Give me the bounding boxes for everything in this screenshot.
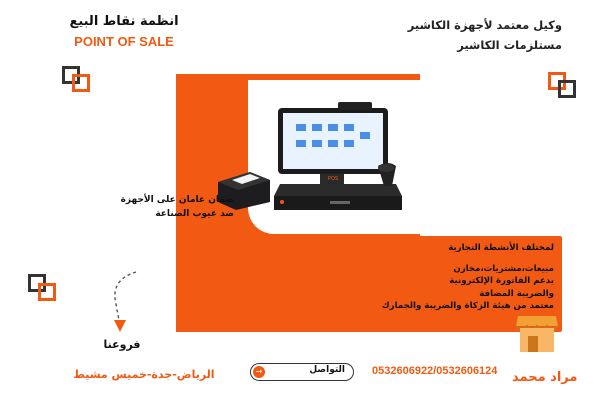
dashed-arrow-icon [114, 271, 137, 332]
barcode-scanner-icon [378, 163, 396, 186]
warranty-text: ضمان عامان على الأجهزة ضد عيوب الصناعة [84, 193, 234, 221]
branches-label: فروعنا [103, 338, 141, 351]
title-arabic: انظمة نقاط البيع [69, 14, 179, 29]
feature-item: لمختلف الأنشطة التجارية [448, 243, 554, 253]
branch-cities: الرياض-جدة-خميس مشيط [73, 368, 215, 381]
pos-terminal-icon: POS [218, 102, 402, 210]
contact-label: التواصل [309, 365, 345, 375]
agent-line-1: وكيل معتمد لأجهزة الكاشير [407, 18, 562, 32]
agent-line-2: مستلزمات الكاشير [457, 38, 562, 52]
receipt-printer-icon [218, 172, 270, 210]
logo-text: مراد محمد [512, 370, 578, 385]
store-icon [515, 316, 559, 352]
feature-item: مبيعات،مشتريات،مخازن [453, 263, 554, 274]
feature-item: والضريبة المضافة [479, 288, 554, 299]
title-english: POINT OF SALE [74, 34, 174, 49]
warranty-line-1: ضمان عامان على الأجهزة [120, 195, 234, 205]
feature-item: يدعم الفاتورة الإلكترونية [449, 276, 554, 286]
arrow-right-icon: → [253, 365, 265, 378]
phone-numbers[interactable]: 0532606922/0532606124 [372, 365, 498, 377]
device-brand: POS [328, 176, 338, 182]
warranty-line-2: ضد عيوب الصناعة [155, 209, 234, 219]
contact-button[interactable]: → التواصل [250, 363, 354, 381]
feature-item: معتمد من هيئة الزكاة والضريبة والجمارك [381, 301, 554, 311]
